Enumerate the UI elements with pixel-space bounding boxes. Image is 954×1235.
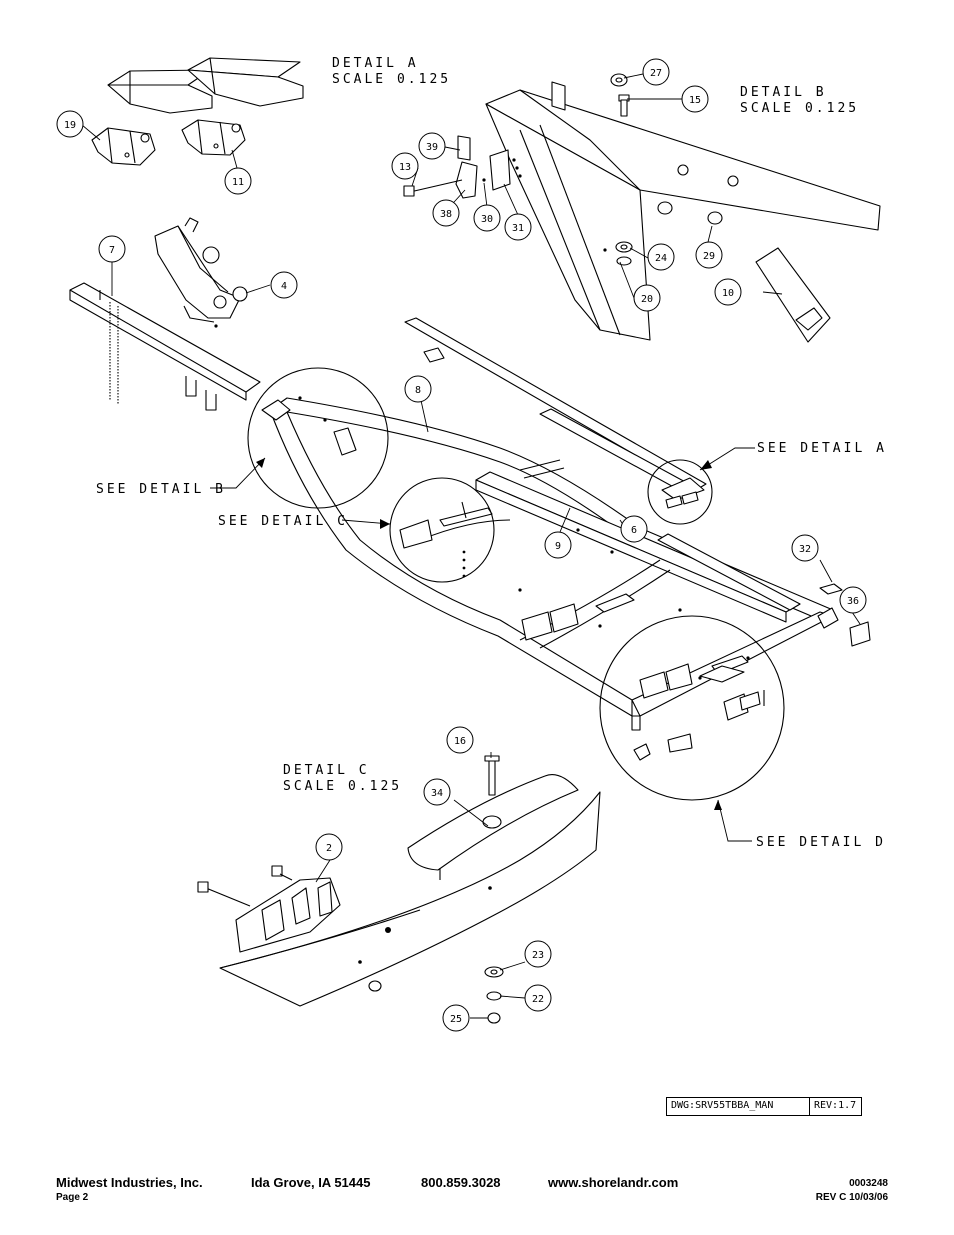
detail-c-title: DETAIL C xyxy=(283,763,370,778)
svg-text:29: 29 xyxy=(703,251,715,262)
callout-30: 30 xyxy=(473,204,501,232)
callout-9: 9 xyxy=(544,531,572,559)
callout-6: 6 xyxy=(620,515,648,543)
callout-2: 2 xyxy=(315,833,343,861)
callout-23: 23 xyxy=(524,940,552,968)
callout-34: 34 xyxy=(423,778,451,806)
detail-c-drawing xyxy=(197,755,601,1024)
callout-29: 29 xyxy=(695,241,723,269)
callout-16: 16 xyxy=(446,726,474,754)
detail-c-label: DETAIL C SCALE 0.125 xyxy=(283,763,402,794)
callout-11: 11 xyxy=(224,167,252,195)
svg-text:15: 15 xyxy=(689,95,701,106)
callout-27: 27 xyxy=(642,58,670,86)
svg-text:36: 36 xyxy=(847,596,859,607)
see-detail-a-label: SEE DETAIL A xyxy=(757,441,887,456)
company-website[interactable]: www.shorelandr.com xyxy=(548,1175,679,1190)
detail-b-circle xyxy=(247,367,389,509)
svg-text:24: 24 xyxy=(655,253,667,264)
see-detail-c-label: SEE DETAIL C xyxy=(218,514,348,529)
detail-a-scale: SCALE 0.125 xyxy=(332,72,451,87)
svg-text:32: 32 xyxy=(799,544,811,555)
detail-b-scale: SCALE 0.125 xyxy=(740,101,859,116)
drawing-number: DWG:SRV55TBBA_MAN xyxy=(667,1098,810,1115)
page-number: Page 2 xyxy=(56,1192,89,1203)
callout-31: 31 xyxy=(504,213,532,241)
revision-number: REV:1.7 xyxy=(814,1100,857,1111)
svg-text:11: 11 xyxy=(232,177,244,188)
company-city: Ida Grove, IA 51445 xyxy=(251,1175,371,1190)
svg-text:7: 7 xyxy=(109,245,115,256)
detail-a-drawing xyxy=(91,57,304,166)
see-detail-b-label: SEE DETAIL B xyxy=(96,482,226,497)
company-phone: 800.859.3028 xyxy=(421,1175,501,1190)
see-detail-d-label: SEE DETAIL D xyxy=(756,835,886,850)
svg-text:9: 9 xyxy=(555,541,561,552)
detail-a-title: DETAIL A xyxy=(332,56,419,71)
svg-text:6: 6 xyxy=(631,525,637,536)
detail-circles xyxy=(247,367,785,801)
detail-d-circle xyxy=(599,615,785,801)
svg-text:38: 38 xyxy=(440,209,452,220)
callout-20: 20 xyxy=(633,284,661,312)
detail-b-label: DETAIL B SCALE 0.125 xyxy=(740,85,859,116)
svg-text:13: 13 xyxy=(399,162,411,173)
callout-15: 15 xyxy=(681,85,709,113)
svg-text:2: 2 xyxy=(326,843,332,854)
callout-13: 13 xyxy=(391,152,419,180)
svg-text:30: 30 xyxy=(481,214,493,225)
callout-8: 8 xyxy=(404,375,432,403)
title-block: DWG:SRV55TBBA_MAN REV:1.7 xyxy=(666,1097,862,1116)
tongue-7 xyxy=(69,282,261,411)
callout-32: 32 xyxy=(791,534,819,562)
callout-22: 22 xyxy=(524,984,552,1012)
svg-text:23: 23 xyxy=(532,950,544,961)
leader-lines xyxy=(81,73,861,1019)
detail-a-label: DETAIL A SCALE 0.125 xyxy=(332,56,451,87)
svg-text:31: 31 xyxy=(512,223,524,234)
callout-38: 38 xyxy=(432,199,460,227)
svg-text:16: 16 xyxy=(454,736,466,747)
bracket-19 xyxy=(91,127,156,166)
callout-24: 24 xyxy=(647,243,675,271)
detail-c-scale: SCALE 0.125 xyxy=(283,779,402,794)
callout-25: 25 xyxy=(442,1004,470,1032)
document-revision: REV C 10/03/06 xyxy=(815,1192,888,1203)
callout-10: 10 xyxy=(714,278,742,306)
svg-text:27: 27 xyxy=(650,68,662,79)
svg-text:39: 39 xyxy=(426,142,438,153)
svg-text:25: 25 xyxy=(450,1014,462,1025)
detail-b-drawing xyxy=(403,73,881,343)
svg-text:22: 22 xyxy=(532,994,544,1005)
callout-39: 39 xyxy=(418,132,446,160)
callout-36: 36 xyxy=(839,586,867,614)
detail-c-circle xyxy=(389,477,495,583)
detail-a-circle xyxy=(647,459,713,525)
bracket-11 xyxy=(181,119,246,156)
svg-text:34: 34 xyxy=(431,788,443,799)
svg-text:19: 19 xyxy=(64,120,76,131)
page-footer: Midwest Industries, Inc. Ida Grove, IA 5… xyxy=(56,1175,888,1205)
winch-stand-assembly xyxy=(154,217,248,328)
document-number: 0003248 xyxy=(849,1178,888,1189)
svg-text:20: 20 xyxy=(641,294,653,305)
callout-7: 7 xyxy=(98,235,126,263)
callout-19: 19 xyxy=(56,110,84,138)
svg-text:4: 4 xyxy=(281,281,287,292)
company-name: Midwest Industries, Inc. xyxy=(56,1175,203,1190)
svg-text:8: 8 xyxy=(415,385,421,396)
svg-text:10: 10 xyxy=(722,288,734,299)
detail-b-title: DETAIL B xyxy=(740,85,827,100)
callout-4: 4 xyxy=(270,271,298,299)
trailer-frame xyxy=(261,317,871,761)
